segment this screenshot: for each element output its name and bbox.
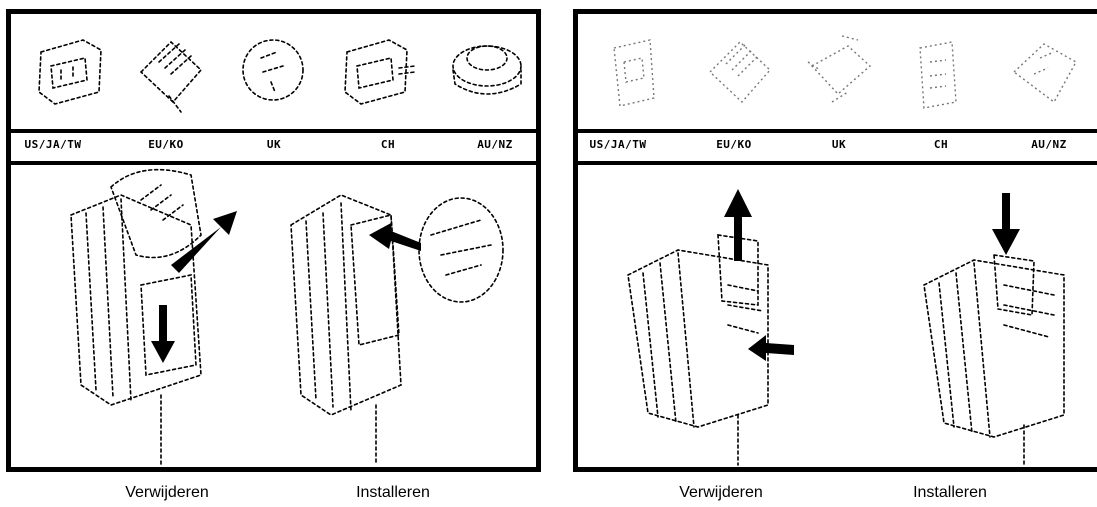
- uk-plug-adapter-icon: [807, 35, 872, 103]
- step-caption-install: Installeren: [356, 484, 430, 501]
- step-illustrations: [11, 165, 536, 467]
- region-label: US/JA/TW: [589, 138, 647, 151]
- au-plug-adapter-icon: [1012, 43, 1077, 104]
- plug-adapter-row: [11, 14, 536, 133]
- push-down-arrow-icon: [992, 193, 1020, 255]
- region-label-row: US/JA/TW EU/KO UK CH AU/NZ: [578, 133, 1097, 165]
- eu-plug-adapter-icon: [708, 41, 771, 104]
- region-label: CH: [380, 138, 396, 151]
- ch-plug-adapter-icon: [344, 39, 416, 105]
- install-adapter-illustration: [290, 194, 504, 466]
- region-label: EU/KO: [716, 138, 752, 151]
- remove-adapter-illustration: [70, 168, 237, 466]
- region-label-row: US/JA/TW EU/KO UK CH AU/NZ: [11, 133, 536, 165]
- adapter-panel-left: US/JA/TW EU/KO UK CH AU/NZ: [6, 9, 541, 472]
- region-label: UK: [266, 138, 282, 151]
- pull-up-arrow-icon: [171, 211, 237, 273]
- region-label: EU/KO: [148, 138, 184, 151]
- press-arrow-icon: [748, 335, 794, 361]
- adapter-panel-right: US/JA/TW EU/KO UK CH AU/NZ: [573, 9, 1097, 472]
- step-illustrations: [578, 165, 1097, 467]
- step-caption-remove: Verwijderen: [125, 484, 209, 501]
- region-label: AU/NZ: [477, 138, 513, 151]
- step-caption-install: Installeren: [913, 484, 987, 501]
- region-label: CH: [933, 138, 949, 151]
- push-in-arrow-icon: [369, 223, 421, 251]
- install-adapter-illustration: [923, 193, 1065, 466]
- uk-plug-adapter-icon: [242, 39, 304, 101]
- us-plug-adapter-icon: [613, 39, 655, 107]
- ch-plug-adapter-icon: [919, 41, 957, 109]
- region-label: AU/NZ: [1031, 138, 1067, 151]
- step-caption-remove: Verwijderen: [679, 484, 763, 501]
- plug-adapter-row: [578, 14, 1097, 133]
- au-plug-adapter-icon: [452, 45, 522, 95]
- us-plug-adapter-icon: [38, 39, 102, 105]
- pull-up-arrow-icon: [724, 189, 752, 261]
- eu-plug-adapter-icon: [139, 40, 203, 113]
- region-label: US/JA/TW: [24, 138, 82, 151]
- region-label: UK: [831, 138, 847, 151]
- push-down-arrow-icon: [151, 305, 175, 363]
- remove-adapter-illustration: [627, 189, 794, 466]
